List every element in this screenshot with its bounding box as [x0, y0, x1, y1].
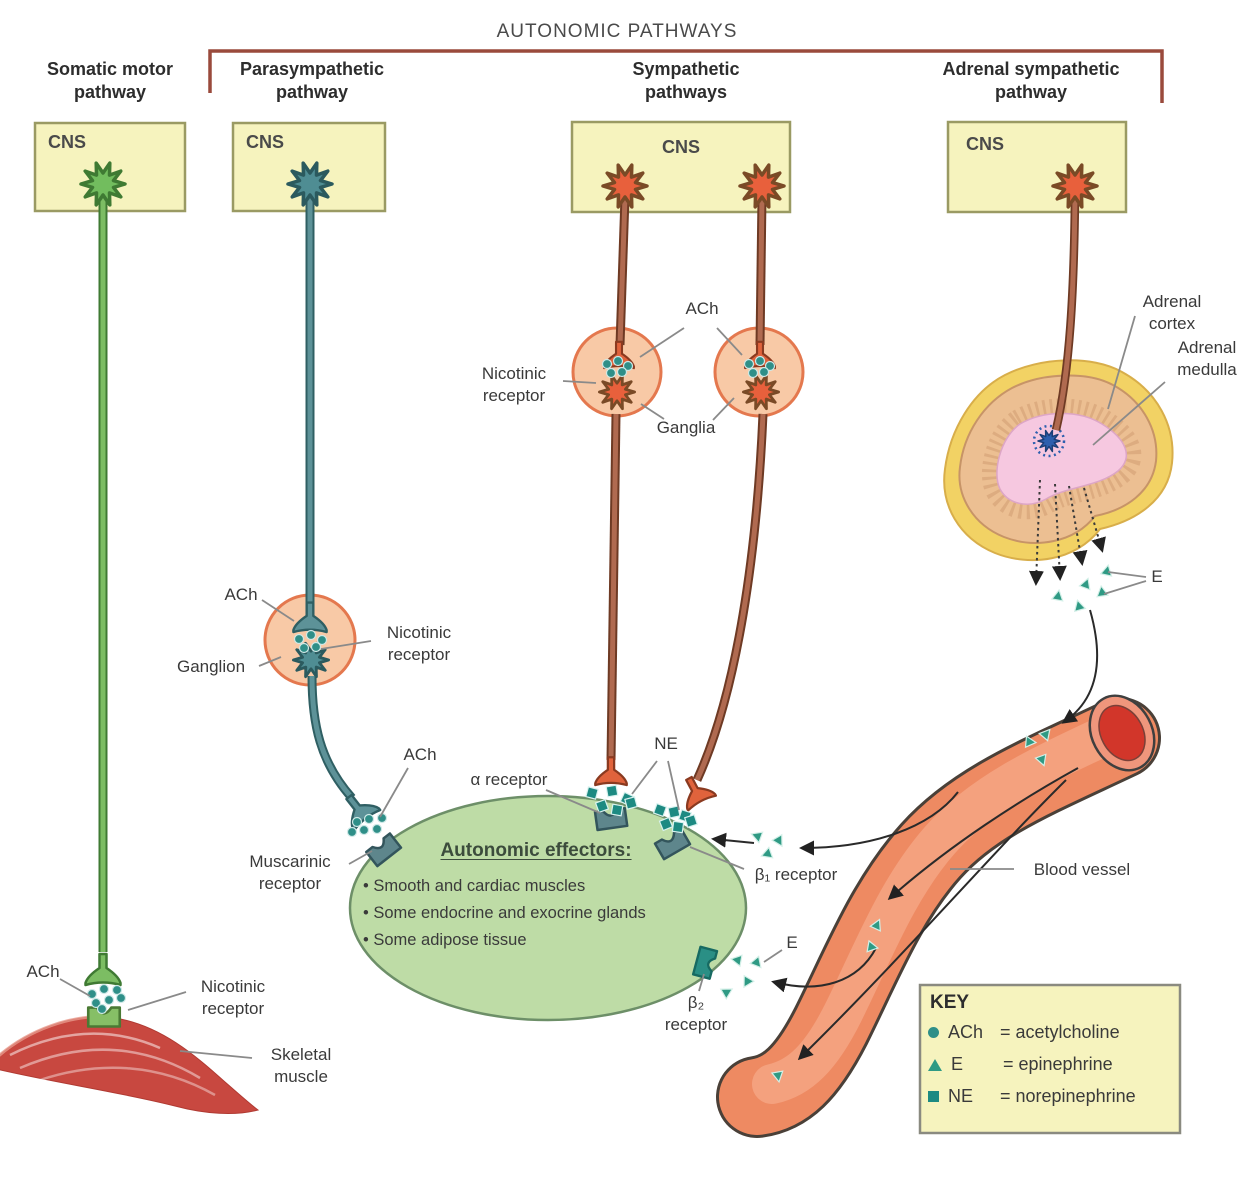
- blood-vessel-label: Blood vessel: [1033, 860, 1131, 879]
- key-definition: = norepinephrine: [1000, 1086, 1136, 1106]
- muscarinic-receptor-label: Muscarinic receptor: [249, 852, 331, 893]
- sympathetic-axon-1: [593, 196, 636, 832]
- ne-label: NE: [654, 734, 678, 753]
- somatic-axon: [84, 196, 122, 1028]
- key-entry-ach: ACh = acetylcholine: [928, 1022, 1120, 1043]
- diagram-title: AUTONOMIC PATHWAYS: [496, 21, 738, 42]
- ganglion-label: Ganglion: [176, 657, 246, 676]
- cns-label: CNS: [48, 132, 87, 152]
- ach-dot-icon: [928, 1027, 939, 1038]
- parasympathetic-axon: [291, 196, 403, 868]
- e-to-beta1-arrow: [799, 791, 959, 856]
- nicotinic-receptor-label-parasympathetic: Nicotinic receptor: [386, 623, 452, 664]
- e-label-beta2: E: [786, 933, 798, 952]
- beta2-receptor-label: β₂ receptor: [664, 993, 728, 1034]
- adrenal-cortex-label: Adrenal cortex: [1142, 292, 1202, 333]
- ach-label-effector: ACh: [403, 745, 437, 764]
- key-title: KEY: [930, 992, 970, 1013]
- key-box: [918, 983, 1182, 1135]
- cns-label: CNS: [661, 137, 701, 157]
- adrenal-medulla-label: Adrenal medulla: [1177, 338, 1237, 379]
- cns-boxes: [33, 120, 1128, 214]
- cns-label: CNS: [246, 132, 285, 152]
- effectors-item: • Some adipose tissue: [363, 931, 527, 949]
- skeletal-muscle-shape: [0, 1015, 260, 1114]
- ach-label-sympathetic: ACh: [685, 299, 719, 318]
- medulla-synapse-halo: [1032, 424, 1066, 458]
- effectors-title: Autonomic effectors:: [440, 840, 632, 861]
- cns-box-adrenal: [946, 120, 1128, 214]
- header-sympathetic-pathways: Sympathetic pathways: [632, 59, 740, 103]
- beta1-receptor-label: β₁ receptor: [754, 865, 838, 884]
- key-abbr: NE: [948, 1086, 974, 1106]
- header-adrenal-pathway: Adrenal sympathetic pathway: [942, 59, 1120, 103]
- header-parasympathetic-pathway: Parasympathetic pathway: [239, 59, 385, 103]
- somatic-terminal: [84, 952, 122, 987]
- key-abbr: E: [951, 1054, 964, 1074]
- ne-square-icon: [928, 1091, 939, 1102]
- alpha-receptor-label: α receptor: [470, 770, 548, 789]
- key-entry-epinephrine: E = epinephrine: [928, 1054, 1113, 1075]
- ach-vesicles: [86, 355, 776, 1015]
- e-triangle-icon: [928, 1058, 942, 1071]
- key-abbr: ACh: [948, 1022, 984, 1042]
- vessel-flow-arrow: [797, 779, 1067, 1061]
- adrenal-medulla-shape: [996, 412, 1128, 505]
- e-label-adrenal: E: [1151, 567, 1163, 586]
- ach-label-somatic: ACh: [26, 962, 60, 981]
- effectors-item: • Some endocrine and exocrine glands: [363, 904, 646, 922]
- e-into-vessel-arrow: [1061, 609, 1099, 724]
- skeletal-muscle-label: Skeletal muscle: [270, 1045, 332, 1086]
- effectors-item: • Smooth and cardiac muscles: [363, 877, 586, 895]
- flow-arrows: [711, 609, 1099, 1061]
- vessel-flow-arrow: [887, 767, 1079, 900]
- autonomic-effectors-ellipse: [348, 794, 748, 1022]
- key-entry-norepinephrine: NE = norepinephrine: [928, 1086, 1136, 1107]
- sympathetic-axon-2: [653, 196, 780, 861]
- adrenal-gland: [943, 359, 1174, 562]
- key-definition: = epinephrine: [1003, 1054, 1113, 1074]
- blood-vessel: [716, 694, 1161, 1138]
- medulla-secretion-arrows: [1028, 479, 1106, 586]
- e-to-beta1-arrow: [711, 832, 755, 848]
- nicotinic-receptor-label-somatic: Nicotinic receptor: [200, 977, 266, 1018]
- ach-label-parasympathetic: ACh: [224, 585, 258, 604]
- key-definition: = acetylcholine: [1000, 1022, 1120, 1042]
- autonomic-bracket: [208, 49, 1164, 103]
- e-to-beta2-arrow: [771, 947, 877, 993]
- cns-label: CNS: [966, 134, 1005, 154]
- sympathetic-terminal-alpha: [594, 756, 628, 787]
- adrenal-axon: [1051, 196, 1080, 431]
- vessel-opening: [1088, 694, 1156, 772]
- ganglia-label: Ganglia: [656, 418, 716, 437]
- header-somatic-pathway: Somatic motor pathway: [46, 59, 174, 103]
- nicotinic-receptor-label-sympathetic: Nicotinic receptor: [481, 364, 547, 405]
- leader-lines: [59, 315, 1166, 1059]
